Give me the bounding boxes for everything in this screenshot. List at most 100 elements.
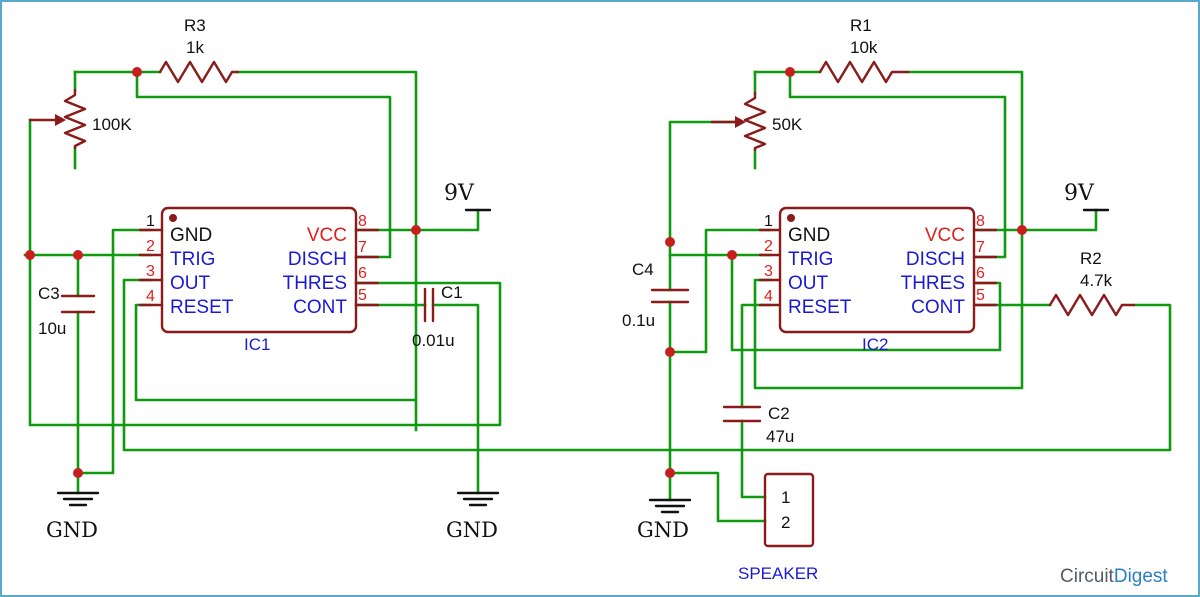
ic1-gnd-label: GND: [170, 225, 212, 246]
potentiometer-100k: 100K: [28, 88, 132, 150]
c3-ref: C3: [38, 284, 60, 303]
pot-wiper-arrow-icon: [735, 116, 746, 128]
ic2-pin4-num: 4: [764, 288, 773, 305]
speaker-body: [763, 472, 815, 548]
c3-value: 10u: [38, 319, 66, 338]
junction-dot: [73, 250, 83, 260]
ic1-pin1-num: 1: [146, 213, 155, 230]
ic1-pin3-num: 3: [146, 263, 155, 280]
ic1-pin8-num: 8: [358, 213, 367, 230]
ic1-thres-label: THRES: [283, 273, 347, 294]
c2-value: 47u: [766, 427, 794, 446]
wire: [668, 471, 767, 523]
ic2-pin5-num: 5: [976, 287, 985, 304]
capacitor-c2: C2 47u: [722, 404, 794, 446]
pot1-value: 100K: [92, 115, 132, 134]
wire: [354, 208, 480, 232]
ic2-reset-label: RESET: [788, 297, 852, 318]
junction-dot: [785, 67, 795, 77]
speaker-connector: 1 2 SPEAKER: [738, 472, 818, 583]
brand-part2: Digest: [1114, 566, 1169, 587]
resistor-r1: R1 10k: [818, 16, 910, 84]
pin1-marker-icon: [169, 214, 177, 222]
brand-logo: CircuitDigest: [1060, 566, 1168, 587]
ic1-name: IC1: [244, 335, 270, 354]
ground-symbol-1: GND: [46, 491, 100, 542]
r2-ref: R2: [1080, 249, 1102, 268]
ic2-wires: [668, 70, 1098, 523]
ic1-pin7-num: 7: [358, 239, 367, 256]
c4-value: 0.1u: [622, 311, 655, 330]
potentiometer-50k: 50K: [710, 91, 803, 152]
wire: [134, 303, 418, 402]
capacitor-c1: C1 0.01u: [412, 283, 463, 350]
junction-dot: [665, 468, 675, 478]
ic1-junctions: [25, 67, 421, 478]
wire: [122, 278, 1172, 452]
junction-dot: [665, 347, 675, 357]
ic2-pin2-num: 2: [764, 238, 773, 255]
supply-9v-left: 9V: [444, 181, 492, 212]
ic2-vcc-label: VCC: [925, 225, 965, 246]
pin1-marker-icon: [787, 214, 795, 222]
ic1-out-label: OUT: [170, 273, 211, 294]
resistor-zigzag: [158, 60, 240, 84]
ic1-stage: R3 1k 100K C3 10u C1 0.01u: [23, 16, 1172, 542]
ic1-reset-label: RESET: [170, 297, 234, 318]
brand-part1: Circuit: [1060, 566, 1115, 587]
junction-dot: [665, 237, 675, 247]
ground-symbol-2: GND: [446, 491, 500, 542]
ic1-disch-label: DISCH: [288, 249, 347, 270]
ic2-stage: R1 10k 50K C4 0.1u C2 47u R2 4.7: [622, 16, 1136, 583]
supply-9v-right: 9V: [1064, 181, 1110, 212]
c2-ref: C2: [768, 404, 790, 423]
ic2-trig-label: TRIG: [788, 249, 833, 270]
gnd-label-3: GND: [637, 518, 689, 542]
ic1-pin6-num: 6: [358, 265, 367, 282]
r3-ref: R3: [184, 16, 206, 35]
ic2-junctions: [665, 67, 1027, 478]
r1-ref: R1: [850, 16, 872, 35]
gnd-label-2: GND: [446, 518, 498, 542]
speaker-pin1-num: 1: [781, 488, 790, 507]
resistor-zigzag: [818, 60, 910, 84]
vcc-left-label: 9V: [444, 181, 475, 206]
ic1-vcc-label: VCC: [307, 225, 347, 246]
speaker-label: SPEAKER: [738, 564, 818, 583]
r3-value: 1k: [186, 38, 204, 57]
ic1-pin5-num: 5: [358, 287, 367, 304]
wire: [668, 228, 772, 354]
junction-dot: [25, 250, 35, 260]
capacitor-c3: C3 10u: [38, 284, 96, 338]
vcc-right-label: 9V: [1064, 181, 1095, 206]
ic1-pin4-num: 4: [146, 288, 155, 305]
ic1-body: [160, 206, 358, 334]
ic2-pin7-num: 7: [976, 239, 985, 256]
junction-dot: [727, 250, 737, 260]
wire: [73, 228, 152, 475]
ic2-body: [778, 206, 976, 334]
wire: [753, 70, 1024, 390]
pot-zigzag: [743, 91, 767, 152]
ic1-cont-label: CONT: [293, 297, 347, 318]
junction-dot: [411, 225, 421, 235]
c1-value: 0.01u: [412, 331, 455, 350]
ic2-gnd-label: GND: [788, 225, 830, 246]
wire: [28, 118, 502, 427]
ic2-pin8-num: 8: [976, 213, 985, 230]
gnd-label-1: GND: [46, 518, 98, 542]
ic2-name: IC2: [862, 335, 888, 354]
junction-dot: [73, 468, 83, 478]
ic2-disch-label: DISCH: [906, 249, 965, 270]
wire: [974, 208, 1098, 232]
speaker-pin2-num: 2: [781, 513, 790, 532]
junction-dot: [1017, 225, 1027, 235]
c4-ref: C4: [632, 260, 654, 279]
r2-value: 4.7k: [1080, 271, 1113, 290]
ic1-pin2-num: 2: [146, 238, 155, 255]
junction-dot: [132, 67, 142, 77]
ic2-pin1-num: 1: [764, 213, 773, 230]
capacitor-c4: C4 0.1u: [622, 260, 690, 330]
ground-symbol-3: GND: [637, 498, 692, 542]
